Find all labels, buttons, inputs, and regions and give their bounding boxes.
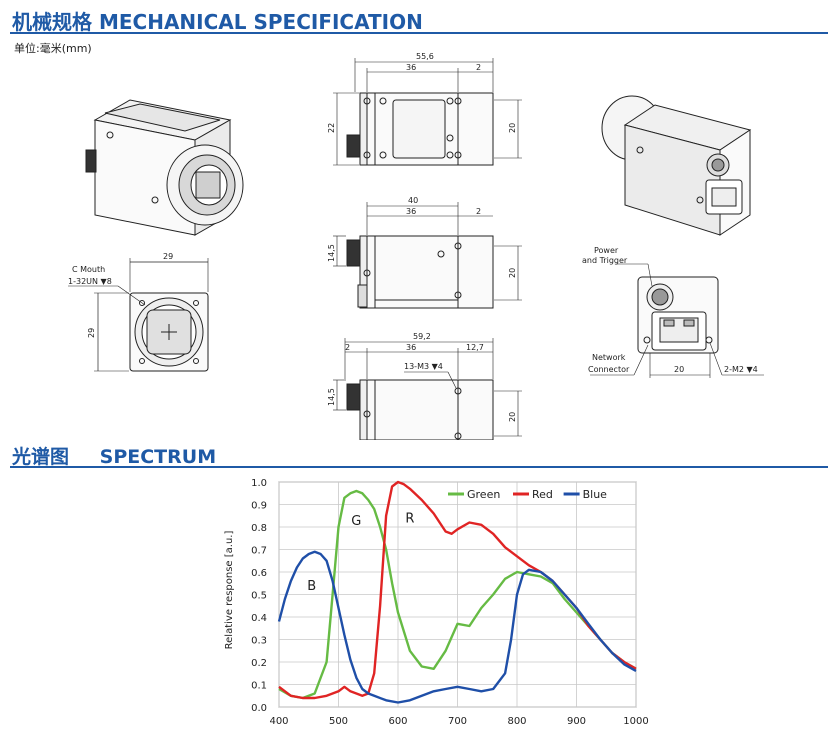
- series-line-blue: [277, 550, 637, 704]
- rear-power-label-1: Power: [594, 246, 619, 255]
- spectrum-chart: 0.0 0.1 0.2 0.3 0.4 0.5 0.6 0.7 0.8 0.9 1.0 400 500 6…: [224, 478, 649, 727]
- series-annotation: G: [351, 514, 361, 529]
- x-tick-label: 400: [269, 716, 288, 727]
- series-line-green: [278, 489, 637, 700]
- series-annotation: R: [405, 512, 414, 527]
- side-view-drawing: [333, 202, 522, 309]
- series-annotation: B: [307, 579, 316, 594]
- mechanical-title-en: MECHANICAL SPECIFICATION: [98, 10, 423, 34]
- front-mount-label-2: 1-32UN ▼8: [68, 277, 112, 286]
- rear-width-dim: 20: [674, 365, 684, 374]
- top-body-dim: 36: [406, 63, 416, 72]
- y-tick-label: 0.8: [251, 523, 267, 534]
- x-tick-label: 600: [388, 716, 407, 727]
- rear-power-label-2: and Trigger: [582, 256, 628, 265]
- top-offset-dim: 2: [476, 63, 481, 72]
- y-tick-label: 0.2: [251, 658, 267, 669]
- spectrum-title-zh: 光谱图: [12, 446, 70, 468]
- mechanical-title-zh: 机械规格: [12, 10, 92, 34]
- front-mount-label-1: C Mouth: [72, 265, 105, 274]
- bottom-view-drawing: [333, 338, 522, 440]
- front-view-drawing: [68, 258, 209, 372]
- front-height-dim: 29: [87, 328, 96, 338]
- y-tick-label: 0.3: [251, 636, 267, 647]
- side-right-height-dim: 20: [508, 268, 517, 278]
- legend-label-blue: Blue: [583, 488, 608, 501]
- front-width-dim: 29: [163, 252, 173, 261]
- legend-label-green: Green: [467, 488, 500, 501]
- x-tick-label: 1000: [623, 716, 648, 727]
- y-axis-label: Relative response [a.u.]: [224, 531, 235, 650]
- bottom-front-dim: 2: [345, 343, 350, 352]
- side-left-height-dim: 14,5: [327, 244, 336, 262]
- iso-rear-drawing: [601, 95, 752, 236]
- top-view-drawing: [333, 58, 522, 166]
- side-total-dim: 40: [408, 196, 418, 205]
- top-left-height-dim: 22: [327, 123, 336, 133]
- iso-front-drawing: [85, 99, 244, 236]
- rear-thread-label: 2-M2 ▼4: [724, 365, 758, 374]
- mechanical-rule: [10, 32, 828, 34]
- side-offset-dim: 2: [476, 207, 481, 216]
- y-tick-label: 0.4: [251, 613, 267, 624]
- bottom-right-height-dim: 20: [508, 412, 517, 422]
- bottom-rear-dim: 12,7: [466, 343, 484, 352]
- y-tick-label: 0.7: [251, 546, 267, 557]
- y-tick-label: 0.0: [251, 703, 267, 714]
- mechanical-section-title: 机械规格 MECHANICAL SPECIFICATION: [12, 6, 423, 35]
- unit-label: 单位:毫米(mm): [14, 42, 92, 55]
- bottom-thread-label: 13-M3 ▼4: [404, 362, 443, 371]
- bottom-left-height-dim: 14,5: [327, 388, 336, 406]
- bottom-total-dim: 59,2: [413, 332, 431, 341]
- side-body-dim: 36: [406, 207, 416, 216]
- x-tick-label: 800: [507, 716, 526, 727]
- x-tick-label: 900: [567, 716, 586, 727]
- y-tick-label: 0.5: [251, 591, 267, 602]
- spectrum-rule: [10, 466, 828, 468]
- y-tick-label: 1.0: [251, 478, 267, 489]
- rear-network-label-1: Network: [592, 353, 626, 362]
- x-tick-label: 500: [329, 716, 348, 727]
- top-total-dim: 55,6: [416, 52, 434, 61]
- y-tick-label: 0.1: [251, 681, 267, 692]
- spectrum-title-en: SPECTRUM: [99, 446, 217, 468]
- mechanical-drawings: 29 29 C Mouth 1-32UN ▼8 55,6 36 2 22 20 …: [68, 52, 764, 440]
- rear-view-drawing: [590, 263, 764, 378]
- rear-network-label-2: Connector: [588, 365, 630, 374]
- y-tick-label: 0.6: [251, 568, 267, 579]
- x-tick-label: 700: [448, 716, 467, 727]
- legend-label-red: Red: [532, 488, 553, 501]
- bottom-body-dim: 36: [406, 343, 416, 352]
- y-tick-label: 0.9: [251, 501, 267, 512]
- top-right-height-dim: 20: [508, 123, 517, 133]
- spectrum-section-title: 光谱图 SPECTRUM: [12, 442, 216, 469]
